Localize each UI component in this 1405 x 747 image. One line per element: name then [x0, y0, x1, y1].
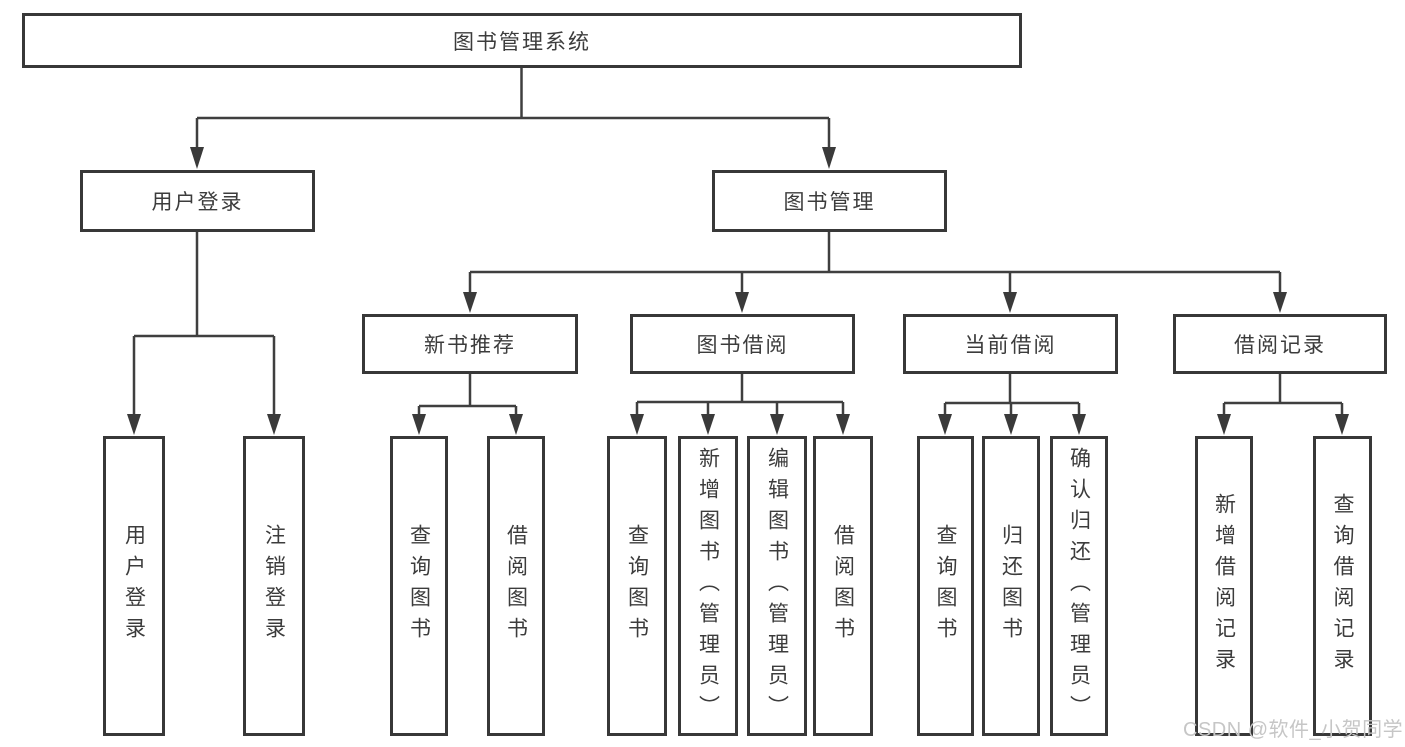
arrow-down-icon — [412, 414, 426, 435]
leaf-user-login: 用户登录 — [103, 436, 165, 736]
connector-userlogin-to-leaves — [127, 232, 281, 435]
leaf-label: 新增借阅记录 — [1212, 493, 1236, 679]
leaf-label: 查询借阅记录 — [1331, 493, 1354, 679]
leaf-label: 归还图书 — [999, 524, 1023, 648]
arrow-down-icon — [1335, 414, 1349, 435]
leaf-label: 查询图书 — [407, 524, 431, 648]
leaf-label: 借阅图书 — [831, 524, 855, 648]
leaf-logout: 注销登录 — [243, 436, 305, 736]
arrow-down-icon — [938, 414, 952, 435]
node-label: 用户登录 — [151, 191, 244, 214]
leaf-query-books-3: 查询图书 — [917, 436, 974, 736]
leaf-query-borrow-record: 查询借阅记录 — [1313, 436, 1372, 736]
node-system-root: 图书管理系统 — [22, 13, 1022, 68]
node-label: 图书管理 — [783, 191, 876, 214]
arrow-down-icon — [822, 147, 836, 169]
leaf-label: 查询图书 — [934, 524, 957, 648]
node-book-borrow: 图书借阅 — [630, 314, 855, 374]
arrow-down-icon — [1004, 414, 1018, 435]
node-label: 图书管理系统 — [453, 30, 591, 54]
connector-bookmgmt-to-level3 — [463, 232, 1287, 313]
arrow-down-icon — [190, 147, 204, 169]
node-borrow-record: 借阅记录 — [1173, 314, 1387, 374]
arrow-down-icon — [630, 414, 644, 435]
leaf-edit-books-admin: 编辑图书（管理员） — [747, 436, 807, 736]
leaf-borrow-books-1: 借阅图书 — [487, 436, 545, 736]
leaf-add-borrow-record: 新增借阅记录 — [1195, 436, 1253, 736]
connector-currentborrow-to-leaves — [938, 374, 1086, 435]
arrow-down-icon — [735, 292, 749, 313]
arrow-down-icon — [701, 414, 715, 435]
arrow-down-icon — [509, 414, 523, 435]
leaf-add-books-admin: 新增图书（管理员） — [678, 436, 738, 736]
arrow-down-icon — [836, 414, 850, 435]
node-label: 图书借阅 — [696, 334, 789, 357]
connector-root-to-level2 — [190, 68, 836, 169]
arrow-down-icon — [1217, 414, 1231, 435]
leaf-label: 注销登录 — [262, 524, 286, 648]
leaf-label: 查询图书 — [625, 524, 649, 648]
arrow-down-icon — [770, 414, 784, 435]
leaf-return-books: 归还图书 — [982, 436, 1040, 736]
arrow-down-icon — [1003, 292, 1017, 313]
node-label: 新书推荐 — [424, 334, 516, 357]
watermark: CSDN @软件_小贺同学 — [1183, 719, 1404, 741]
node-user-login: 用户登录 — [80, 170, 315, 232]
node-label: 当前借阅 — [964, 334, 1057, 357]
connector-newbook-to-leaves — [412, 374, 523, 435]
arrow-down-icon — [463, 292, 477, 313]
leaf-query-books-1: 查询图书 — [390, 436, 448, 736]
arrow-down-icon — [1273, 292, 1287, 313]
leaf-confirm-return-admin: 确认归还（管理员） — [1050, 436, 1108, 736]
leaf-label: 确认归还（管理员） — [1067, 446, 1091, 726]
node-label: 借阅记录 — [1234, 334, 1326, 357]
arrow-down-icon — [1072, 414, 1086, 435]
arrow-down-icon — [127, 414, 141, 435]
leaf-label: 用户登录 — [122, 524, 146, 648]
leaf-query-books-2: 查询图书 — [607, 436, 667, 736]
connector-borrowrecord-to-leaves — [1217, 374, 1349, 435]
node-current-borrow: 当前借阅 — [903, 314, 1118, 374]
node-new-book-recommend: 新书推荐 — [362, 314, 578, 374]
node-book-management: 图书管理 — [712, 170, 947, 232]
leaf-label: 新增图书（管理员） — [696, 446, 720, 726]
leaf-label: 编辑图书（管理员） — [765, 446, 789, 726]
arrow-down-icon — [267, 414, 281, 435]
leaf-label: 借阅图书 — [504, 524, 528, 648]
leaf-borrow-books-2: 借阅图书 — [813, 436, 873, 736]
connector-bookborrow-to-leaves — [630, 374, 850, 435]
